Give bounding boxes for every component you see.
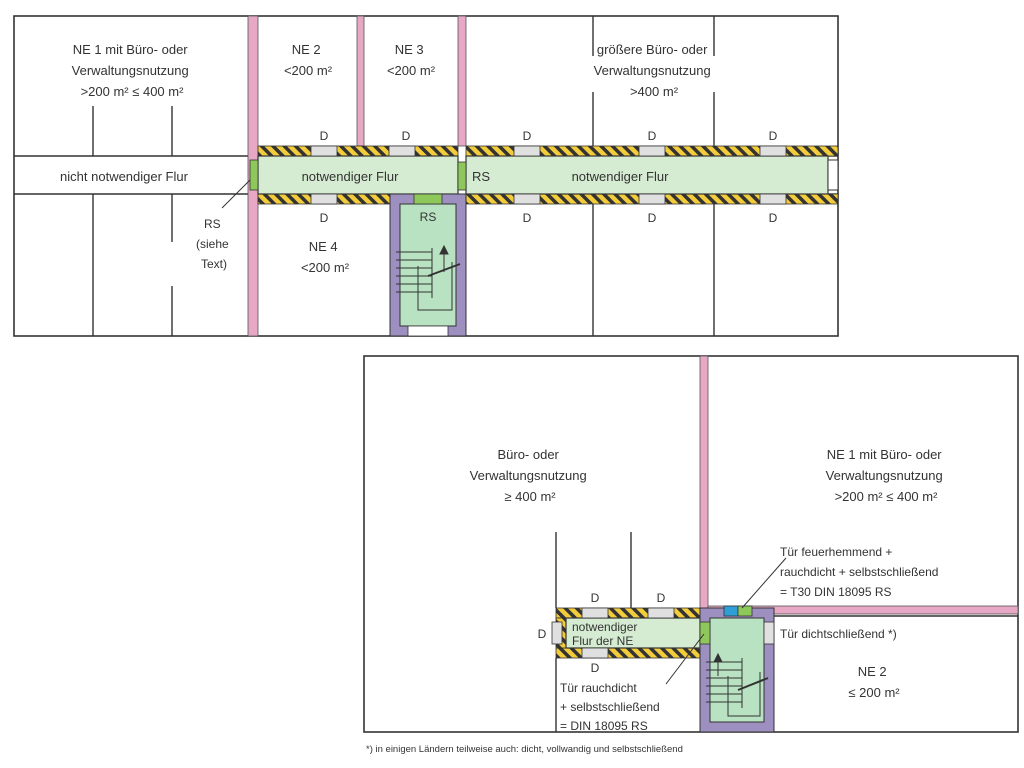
ne1-label-top: NE 1 mit Büro- oder Verwaltungsnutzung >… bbox=[72, 42, 193, 99]
ne3-label-top: NE 3 <200 m² bbox=[387, 42, 436, 78]
office-label-bottom: Büro- oder Verwaltungsnutzung ≥ 400 m² bbox=[470, 447, 591, 504]
door-label: D bbox=[538, 627, 547, 641]
interior-walls-top bbox=[14, 16, 838, 336]
required-corridor-bottom bbox=[565, 617, 701, 649]
rs-note-line-2: (siehe bbox=[196, 237, 229, 251]
door-marks-top bbox=[310, 145, 787, 205]
ne2-label-top: NE 2 <200 m² bbox=[284, 42, 333, 78]
rs-door-note-line-1: Tür rauchdicht bbox=[560, 681, 637, 695]
rs-note-leader-top bbox=[221, 179, 251, 209]
ne1-line-3: >200 m² ≤ 400 m² bbox=[835, 489, 939, 504]
t30-note-line-3: = T30 DIN 18095 RS bbox=[780, 585, 892, 599]
t30-door bbox=[723, 605, 739, 617]
stairwell-top bbox=[389, 193, 467, 337]
stair-treads-bottom bbox=[706, 652, 769, 717]
t30-note-line-1: Tür feuerhemmend + bbox=[780, 545, 892, 559]
door-label: D bbox=[523, 129, 532, 143]
office-line-2: Verwaltungsnutzung bbox=[470, 468, 587, 483]
door-label: D bbox=[591, 591, 600, 605]
door-label: D bbox=[648, 211, 657, 225]
ne4-label-top: NE 4 <200 m² bbox=[301, 239, 350, 275]
corridor-label-bottom: notwendiger Flur der NE bbox=[572, 620, 641, 648]
large-unit-line-1: größere Büro- oder bbox=[597, 42, 708, 57]
ne2-line-2: ≤ 200 m² bbox=[848, 685, 900, 700]
rs-note-line-1: RS bbox=[204, 217, 221, 231]
t30-note-leader bbox=[741, 557, 787, 609]
rs-corridor-label: RS bbox=[472, 169, 490, 184]
corridor-end-door bbox=[827, 159, 839, 191]
ne2-line-1: NE 2 bbox=[858, 664, 887, 679]
t30-note: Tür feuerhemmend + rauchdicht + selbstsc… bbox=[780, 545, 942, 599]
office-line-1: Büro- oder bbox=[497, 447, 559, 462]
door-label: D bbox=[591, 661, 600, 675]
ne1-line-3: >200 m² ≤ 400 m² bbox=[81, 84, 185, 99]
door-label: D bbox=[402, 129, 411, 143]
rs-door-left bbox=[249, 159, 259, 191]
ne3-line-2: <200 m² bbox=[387, 63, 436, 78]
stair-treads-top bbox=[396, 244, 461, 311]
door-label: D bbox=[769, 129, 778, 143]
door-label: D bbox=[320, 211, 329, 225]
plan-top: NE 1 mit Büro- oder Verwaltungsnutzung >… bbox=[13, 15, 839, 337]
ne2-line-2: <200 m² bbox=[284, 63, 333, 78]
required-corridor-left-label: notwendiger Flur bbox=[302, 169, 399, 184]
corridor-line-1: notwendiger bbox=[572, 620, 637, 634]
door-label: D bbox=[648, 129, 657, 143]
ne1-line-2: Verwaltungsnutzung bbox=[826, 468, 943, 483]
plan-bottom: Büro- oder Verwaltungsnutzung ≥ 400 m² N… bbox=[363, 355, 1019, 733]
interior-walls-bottom bbox=[555, 532, 1018, 732]
door-marks-bottom bbox=[551, 607, 675, 659]
door-label: D bbox=[320, 129, 329, 143]
corridor-line-2: Flur der NE bbox=[572, 634, 633, 648]
rs-door-corridor bbox=[699, 621, 711, 645]
ne3-line-1: NE 3 bbox=[395, 42, 424, 57]
ne1-line-1: NE 1 mit Büro- oder bbox=[73, 42, 189, 57]
rs-door-top-stair bbox=[737, 605, 753, 617]
stairwell-bottom bbox=[699, 605, 775, 733]
ne4-line-1: NE 4 bbox=[309, 239, 338, 254]
rs-door-mid bbox=[457, 161, 467, 191]
rs-door-note: Tür rauchdicht + selbstschließend = DIN … bbox=[560, 681, 663, 733]
ne1-line-1: NE 1 mit Büro- oder bbox=[827, 447, 943, 462]
ne2-label-bottom: NE 2 ≤ 200 m² bbox=[848, 664, 900, 700]
ne2-line-1: NE 2 bbox=[292, 42, 321, 57]
rs-door-note-leader bbox=[665, 633, 705, 685]
door-label: D bbox=[523, 211, 532, 225]
tight-door bbox=[763, 621, 775, 645]
ne1-label-bottom: NE 1 mit Büro- oder Verwaltungsnutzung >… bbox=[826, 447, 947, 504]
door-label: D bbox=[657, 591, 666, 605]
rs-stair-label: RS bbox=[420, 210, 437, 224]
ne4-line-2: <200 m² bbox=[301, 260, 350, 275]
large-unit-label-top: größere Büro- oder Verwaltungsnutzung >4… bbox=[594, 42, 715, 99]
required-corridor-right-label: notwendiger Flur bbox=[572, 169, 669, 184]
tight-door-note: Tür dichtschließend *) bbox=[780, 627, 897, 641]
large-unit-line-2: Verwaltungsnutzung bbox=[594, 63, 711, 78]
rs-note-top: RS (siehe Text) bbox=[196, 217, 232, 271]
door-label: D bbox=[769, 211, 778, 225]
large-unit-line-3: >400 m² bbox=[630, 84, 679, 99]
rs-door-stair bbox=[413, 193, 443, 205]
outer-wall-bottom bbox=[363, 355, 1019, 733]
t30-note-line-2: rauchdicht + selbstschließend bbox=[780, 565, 938, 579]
door-labels-top: D D D D D D D D D bbox=[320, 129, 778, 225]
ne1-line-2: Verwaltungsnutzung bbox=[72, 63, 189, 78]
rs-door-note-line-3: = DIN 18095 RS bbox=[560, 719, 648, 733]
footnote: *) in einigen Ländern teilweise auch: di… bbox=[366, 744, 683, 755]
rs-note-line-3: Text) bbox=[201, 257, 227, 271]
rs-door-note-line-2: + selbstschließend bbox=[560, 700, 660, 714]
office-line-3: ≥ 400 m² bbox=[504, 489, 556, 504]
door-labels-bottom: D D D D bbox=[538, 591, 666, 675]
required-corridor-left bbox=[257, 155, 459, 195]
non-required-corridor-label: nicht notwendiger Flur bbox=[60, 169, 189, 184]
